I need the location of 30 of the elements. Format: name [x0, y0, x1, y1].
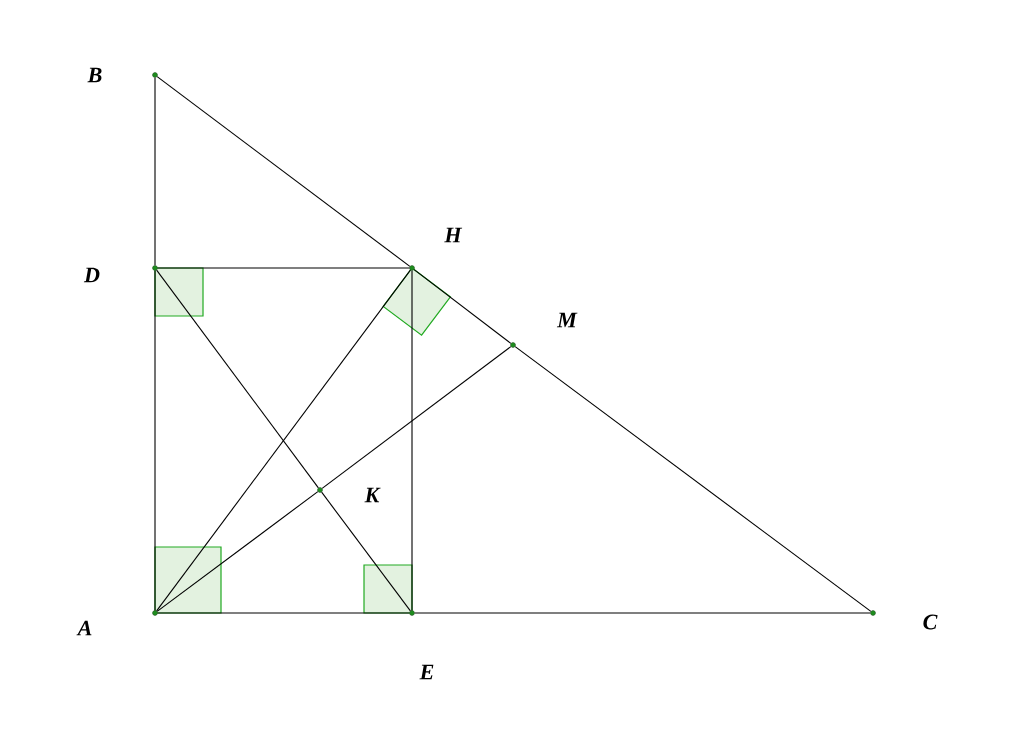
- point-label: K: [364, 487, 381, 503]
- line-segment: [156, 269, 411, 612]
- line-segment: [157, 612, 410, 614]
- line-segment: [156, 76, 411, 267]
- line-segment: [154, 77, 156, 266]
- point: [317, 487, 323, 493]
- line-segment: [157, 267, 410, 269]
- point: [152, 72, 158, 78]
- point: [152, 265, 158, 271]
- point: [409, 265, 415, 271]
- point-label: E: [419, 664, 434, 680]
- point-label: B: [87, 67, 102, 83]
- point: [510, 342, 516, 348]
- point-label: C: [923, 614, 938, 630]
- point-label: A: [76, 620, 92, 636]
- line-segment: [413, 269, 512, 344]
- line-segment: [156, 269, 319, 489]
- point: [152, 610, 158, 616]
- line-segment: [156, 491, 319, 612]
- line-segment: [414, 612, 871, 614]
- point: [870, 610, 876, 616]
- point: [409, 610, 415, 616]
- line-segment: [321, 346, 512, 489]
- line-segment: [154, 270, 156, 611]
- point-label: H: [444, 227, 463, 243]
- point-label: M: [556, 312, 578, 328]
- line-segment: [321, 491, 411, 612]
- line-segment: [514, 346, 872, 612]
- line-segment: [411, 270, 413, 611]
- point-label: D: [83, 267, 100, 283]
